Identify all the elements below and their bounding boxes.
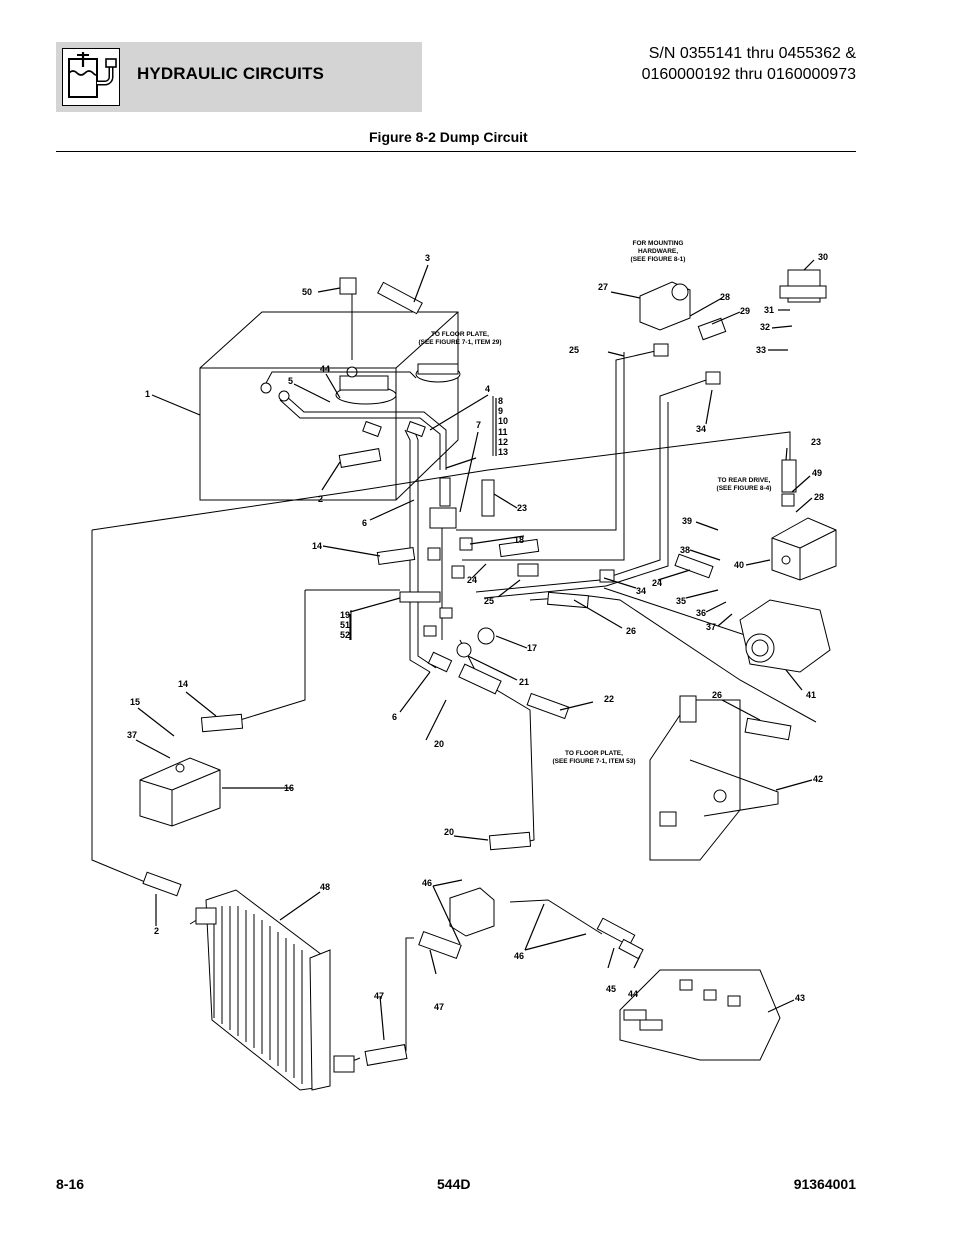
note-mounting-line3: (SEE FIGURE 8-1)	[631, 256, 686, 263]
callout-47: 47	[374, 991, 384, 1001]
callout-28: 28	[814, 492, 824, 502]
callout-34: 34	[636, 586, 646, 596]
callout-50: 50	[302, 287, 312, 297]
note-rear-drive-line2: (SEE FIGURE 8-4)	[717, 485, 772, 492]
callout-13: 13	[498, 447, 508, 457]
callout-52: 52	[340, 630, 350, 640]
hydraulic-tank	[199, 290, 461, 501]
callout-26: 26	[712, 690, 722, 700]
callout-8: 8	[498, 396, 503, 406]
callout-16: 16	[284, 783, 294, 793]
callout-14: 14	[178, 679, 188, 689]
callout-44: 44	[628, 989, 638, 999]
note-mounting-line1: FOR MOUNTING	[633, 240, 684, 247]
page-number: 8-16	[56, 1176, 85, 1192]
serial-number-range: S/N 0355141 thru 0455362 & 0160000192 th…	[642, 43, 856, 85]
callout-22: 22	[604, 694, 614, 704]
callout-19: 19	[340, 610, 350, 620]
callout-36: 36	[696, 608, 706, 618]
hydraulic-tank-icon	[62, 48, 120, 106]
callout-51: 51	[340, 620, 350, 630]
callout-4: 4	[485, 384, 490, 394]
callout-48: 48	[320, 882, 330, 892]
fittings	[142, 277, 797, 1066]
callout-43: 43	[795, 993, 805, 1003]
callout-32: 32	[760, 322, 770, 332]
note-floor-plate-53-line1: TO FLOOR PLATE,	[565, 750, 623, 757]
callouts: 1 2 2 3 4 5 6 6 7 8 9 10 11 12 13 14 14 …	[127, 252, 828, 1012]
callout-1: 1	[145, 389, 150, 399]
model-number: 544D	[437, 1176, 471, 1192]
callout-24: 24	[652, 578, 662, 588]
callout-10: 10	[498, 416, 508, 426]
callout-41: 41	[806, 690, 816, 700]
title-divider	[56, 151, 856, 152]
callout-9: 9	[498, 406, 503, 416]
callout-17: 17	[527, 643, 537, 653]
callout-45: 45	[606, 984, 616, 994]
callout-40: 40	[734, 560, 744, 570]
note-floor-plate-53-line2: (SEE FIGURE 7-1, ITEM 53)	[552, 758, 635, 765]
callout-27: 27	[598, 282, 608, 292]
callout-37: 37	[127, 730, 137, 740]
callout-35: 35	[676, 596, 686, 606]
callout-31: 31	[764, 305, 774, 315]
document-number: 91364001	[793, 1176, 856, 1192]
callout-6: 6	[392, 712, 397, 722]
callout-7: 7	[476, 420, 481, 430]
callout-6: 6	[362, 518, 367, 528]
callout-14: 14	[312, 541, 322, 551]
callout-37: 37	[706, 622, 716, 632]
callout-46: 46	[514, 951, 524, 961]
callout-28: 28	[720, 292, 730, 302]
callout-2: 2	[318, 494, 323, 504]
callout-23: 23	[517, 503, 527, 513]
callout-33: 33	[756, 345, 766, 355]
serial-line-2: 0160000192 thru 0160000973	[641, 66, 856, 83]
callout-46: 46	[422, 878, 432, 888]
callout-23: 23	[811, 437, 821, 447]
callout-24: 24	[467, 575, 477, 585]
callout-leaders	[135, 259, 815, 1041]
callout-18: 18	[514, 535, 524, 545]
callout-39: 39	[682, 516, 692, 526]
figure-title: Figure 8-2 Dump Circuit	[369, 129, 528, 145]
callout-20: 20	[434, 739, 444, 749]
callout-2: 2	[154, 926, 159, 936]
note-mounting-line2: HARDWARE,	[638, 248, 678, 255]
section-title: HYDRAULIC CIRCUITS	[137, 64, 324, 83]
callout-34: 34	[696, 424, 706, 434]
callout-38: 38	[680, 545, 690, 555]
callout-29: 29	[740, 306, 750, 316]
callout-30: 30	[818, 252, 828, 262]
note-floor-plate-29-line1: TO FLOOR PLATE,	[431, 331, 489, 338]
callout-20: 20	[444, 827, 454, 837]
callout-3: 3	[425, 253, 430, 263]
callout-21: 21	[519, 677, 529, 687]
callout-11: 11	[498, 427, 508, 437]
note-rear-drive-line1: TO REAR DRIVE,	[718, 477, 771, 484]
callout-12: 12	[498, 437, 508, 447]
callout-15: 15	[130, 697, 140, 707]
note-floor-plate-29-line2: (SEE FIGURE 7-1, ITEM 29)	[418, 339, 501, 346]
callout-25: 25	[569, 345, 579, 355]
callout-5: 5	[288, 376, 293, 386]
callout-49: 49	[812, 468, 822, 478]
callout-26: 26	[626, 626, 636, 636]
serial-line-1: S/N 0355141 thru 0455362 &	[648, 45, 856, 62]
callout-44: 44	[320, 364, 330, 374]
callout-42: 42	[813, 774, 823, 784]
components	[139, 269, 837, 1091]
callout-47: 47	[434, 1002, 444, 1012]
callout-25: 25	[484, 596, 494, 606]
